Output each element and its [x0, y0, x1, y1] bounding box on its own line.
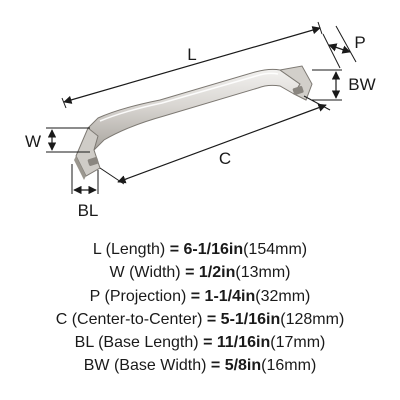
spec-row-width: W (Width) = 1/2in(13mm) [0, 261, 400, 284]
spec-name: (Base Width) [113, 357, 207, 375]
dimension-width: W [25, 127, 90, 153]
spec-metric: (128mm) [280, 310, 345, 328]
dimension-center-to-center: C [99, 95, 331, 185]
spec-name: (Length) [105, 241, 166, 258]
spec-row-center-to-center: C (Center-to-Center) = 5-1/16in(128mm) [0, 308, 400, 331]
spec-row-base-width: BW (Base Width) = 5/8in(16mm) [0, 354, 400, 377]
spec-row-projection: P (Projection) = 1-1/4in(32mm) [0, 285, 400, 308]
dimension-projection: P [322, 25, 366, 69]
spec-name: (Width) [129, 264, 181, 282]
spec-metric: (154mm) [243, 241, 308, 258]
spec-metric: (17mm) [270, 334, 326, 352]
dimension-base-length: BL [71, 164, 99, 220]
spec-abbr: L [92, 241, 102, 258]
spec-fraction: 1/2in [198, 264, 236, 282]
spec-name: (Center-to-Center) [71, 310, 203, 328]
spec-metric: (32mm) [255, 287, 311, 305]
dimension-label-length: L [187, 45, 196, 64]
dimension-label-base-length: BL [78, 201, 99, 220]
dimension-label-base-width: BW [348, 75, 375, 94]
dimension-spec-list: L (Length) = 6-1/16in(154mm) W (Width) =… [0, 238, 400, 378]
dimension-label-center-to-center: C [219, 149, 231, 168]
spec-fraction: 1-1/4in [204, 287, 256, 305]
spec-row-length: L (Length) = 6-1/16in(154mm) [0, 238, 400, 261]
spec-metric: (13mm) [235, 264, 291, 282]
spec-abbr: W [109, 264, 125, 282]
spec-metric: (16mm) [261, 357, 317, 375]
spec-abbr: P [89, 287, 101, 305]
dimension-label-projection: P [354, 33, 365, 52]
spec-abbr: BL [74, 334, 94, 352]
spec-equals: = [169, 241, 180, 258]
spec-fraction: 11/16in [216, 334, 271, 352]
spec-name: (Base Length) [98, 334, 199, 352]
dimension-length: L [61, 21, 323, 109]
spec-equals: = [206, 310, 217, 328]
spec-abbr: BW [83, 357, 110, 375]
spec-name: (Projection) [104, 287, 187, 305]
dimension-base-width: BW [312, 69, 376, 101]
spec-equals: = [210, 357, 221, 375]
dimension-label-width: W [25, 132, 41, 151]
spec-fraction: 5/8in [224, 357, 262, 375]
spec-fraction: 6-1/16in [183, 241, 244, 258]
handle-dimension-diagram: L P BW W C BL [25, 21, 376, 220]
spec-equals: = [185, 264, 195, 282]
spec-fraction: 5-1/16in [220, 310, 281, 328]
spec-equals: = [203, 334, 213, 352]
spec-abbr: C [55, 310, 68, 328]
spec-row-base-length: BL (Base Length) = 11/16in(17mm) [0, 331, 400, 354]
spec-equals: = [190, 287, 201, 305]
